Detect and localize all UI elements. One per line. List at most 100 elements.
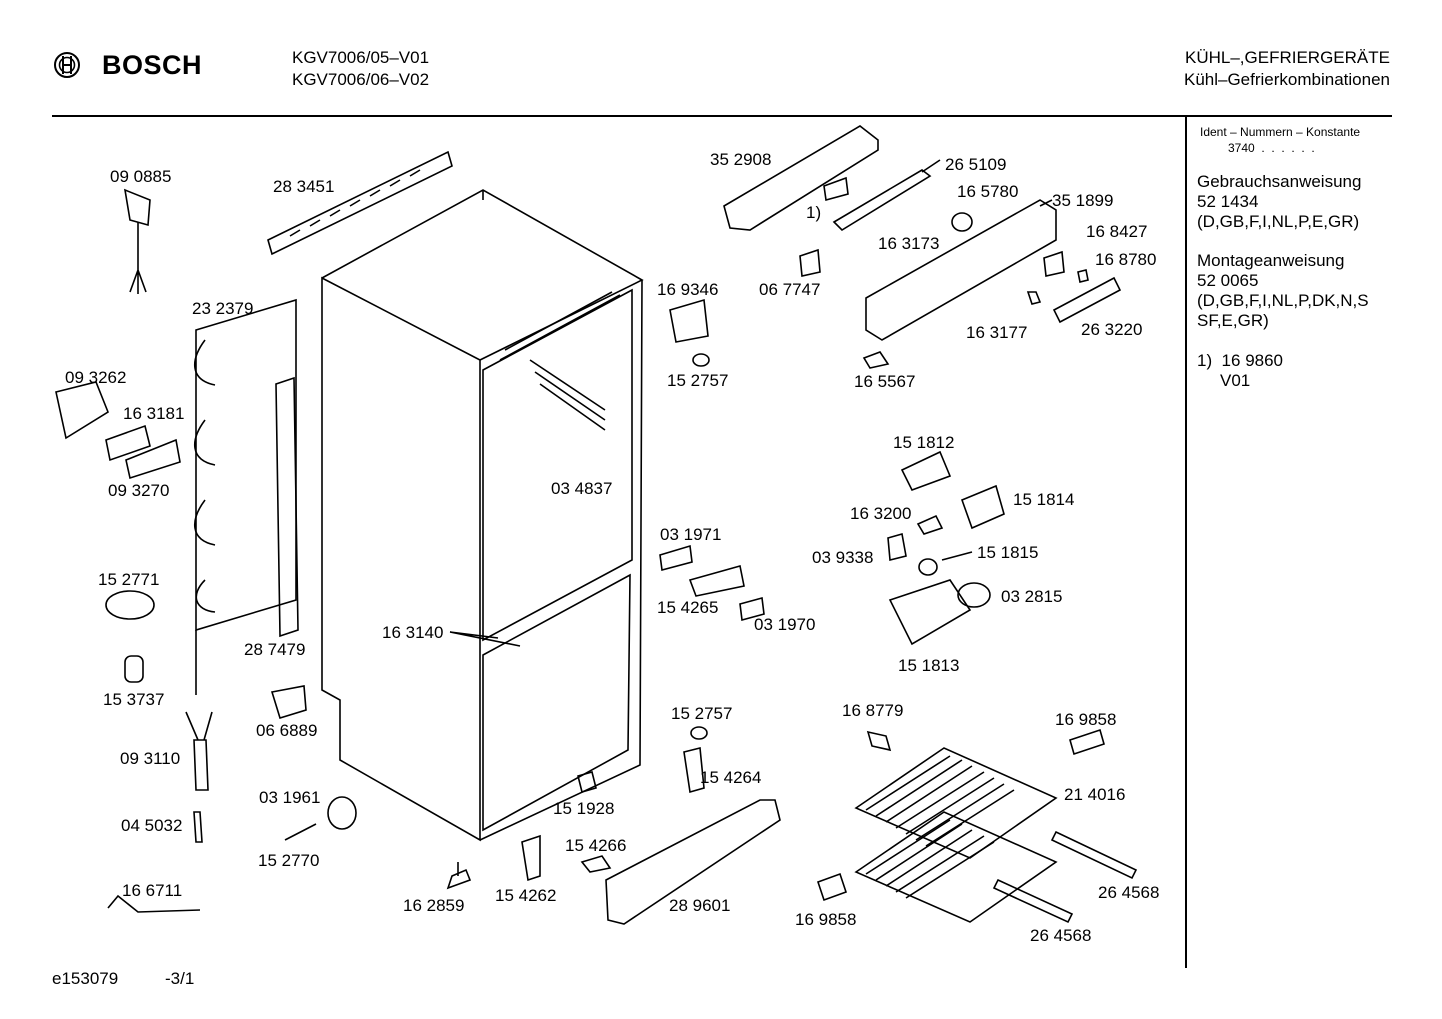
part-label: 15 4264 [700, 768, 762, 787]
part-label: 16 3177 [966, 323, 1028, 342]
part-label: 15 4266 [565, 836, 627, 855]
part-label: 15 2757 [671, 704, 733, 723]
part-label: 03 4837 [551, 479, 613, 498]
note-version: V01 [1220, 371, 1251, 390]
ident-title: Ident – Nummern – Konstante [1200, 125, 1361, 139]
handle-cover [105, 424, 151, 462]
part-label: 16 6711 [122, 881, 183, 900]
gebrauch-title: Gebrauchsanweisung [1197, 172, 1362, 191]
part-label: 15 2771 [98, 570, 160, 589]
model-number-2: KGV7006/06–V02 [292, 70, 430, 89]
hinge-lower [683, 746, 705, 794]
sidebar-divider [1185, 117, 1187, 968]
part-label: 09 3110 [120, 749, 181, 768]
evaporator-coil [854, 747, 1058, 923]
lamp-bulb [1077, 269, 1089, 283]
hinge-pad [739, 596, 765, 622]
document-id: e153079 [52, 969, 119, 988]
cabinet-body [321, 189, 644, 842]
leader-35-1899 [1039, 199, 1053, 207]
part-label: 35 1899 [1052, 191, 1114, 210]
part-label: 35 2908 [710, 150, 772, 169]
part-label: 16 2859 [403, 896, 465, 915]
note-ref: 1) 16 9860 [1197, 351, 1284, 370]
panel-cover [1052, 276, 1122, 324]
egg-rack [960, 484, 1005, 530]
part-label: 15 1814 [1013, 490, 1075, 509]
part-label: 15 3737 [103, 690, 165, 709]
part-label: 28 7479 [244, 640, 306, 659]
brand-name: BOSCH [102, 50, 203, 80]
thermostat-bracket [832, 169, 932, 232]
spacer-sleeve [124, 655, 144, 683]
lamp-socket [1043, 250, 1065, 277]
shelf-bracket-small [577, 771, 597, 793]
part-label: 16 3140 [382, 623, 444, 642]
roller-wheel-icon [105, 590, 155, 620]
part-label: 03 2815 [1001, 587, 1063, 606]
part-label: 26 4568 [1030, 926, 1092, 945]
thermostat-knob [951, 212, 973, 232]
part-label: 15 2757 [667, 371, 729, 390]
part-label: 16 8779 [842, 701, 904, 720]
door-trim-bar [605, 799, 781, 925]
part-label: 03 1971 [660, 525, 722, 544]
rail-clip-upper [1069, 728, 1105, 756]
part-label: 15 1813 [898, 656, 960, 675]
part-label: 16 5780 [957, 182, 1019, 201]
adjustable-foot [446, 862, 472, 890]
part-label: 23 2379 [192, 299, 254, 318]
part-label: 16 3200 [850, 504, 912, 523]
part-label: 15 1812 [893, 433, 955, 452]
part-label: 28 9601 [669, 896, 731, 915]
capillary-tube [107, 894, 201, 913]
part-label: 28 3451 [273, 177, 335, 196]
control-housing [723, 125, 879, 231]
seal-strip [916, 514, 944, 535]
part-label: 15 4265 [657, 598, 719, 617]
part-label: 21 4016 [1064, 785, 1126, 804]
part-label: 16 9346 [657, 280, 719, 299]
upper-hinge [669, 298, 709, 343]
gebrauch-langs: (D,GB,F,I,NL,P,E,GR) [1197, 212, 1360, 231]
page-number: -3/1 [165, 969, 195, 988]
bushing-upper [692, 353, 710, 367]
model-number-1: KGV7006/05–V01 [292, 48, 430, 67]
door-handle-bracket [55, 381, 109, 440]
part-label: 15 1815 [977, 543, 1039, 562]
ring-part [918, 558, 938, 576]
part-label: 15 4262 [495, 886, 557, 905]
part-label: 1) [806, 203, 822, 222]
power-plug-icon [123, 188, 151, 294]
part-label: 16 9858 [795, 910, 857, 929]
middle-hinge [688, 564, 745, 597]
light-switch [799, 248, 821, 277]
ice-tray-holder [900, 450, 952, 491]
control-panel [865, 199, 1057, 341]
part-label: 03 1961 [259, 788, 321, 807]
leader-15-1815 [941, 551, 973, 561]
hinge-cover [270, 685, 307, 719]
part-label: 09 0885 [110, 167, 172, 186]
ice-tray [888, 579, 972, 646]
side-rail [275, 376, 299, 638]
part-label: 16 3173 [878, 234, 940, 253]
part-label: 06 6889 [256, 721, 318, 740]
switch-clip [823, 176, 849, 202]
condenser-coil [193, 298, 297, 695]
category-title: KÜHL–,GEFRIERGERÄTE [1185, 48, 1390, 67]
part-label: 03 9338 [812, 548, 874, 567]
clip-part [862, 351, 890, 369]
thermostat-screw [1026, 291, 1042, 305]
gebrauch-number: 52 1434 [1197, 192, 1259, 211]
part-label: 26 5109 [945, 155, 1007, 174]
category-subtitle: Kühl–Gefrierkombinationen [1183, 70, 1390, 89]
leader-26-5109 [921, 159, 941, 173]
part-label: 16 5567 [854, 372, 916, 391]
part-label: 16 8427 [1086, 222, 1148, 241]
montage-number: 52 0065 [1197, 271, 1259, 290]
bushing [690, 726, 708, 740]
part-label: 16 3181 [123, 404, 185, 423]
part-label: 09 3270 [108, 481, 170, 500]
